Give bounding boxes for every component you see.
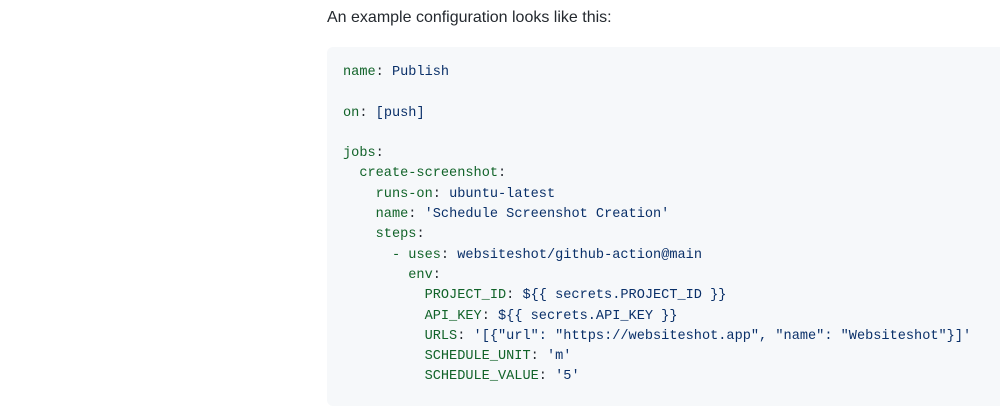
code-block[interactable]: name: Publish on: [push] jobs: create-scre…: [327, 47, 1000, 406]
code-line: name: Publish: [343, 65, 450, 80]
code-line: [343, 83, 971, 103]
code-content: name: Publish on: [push] jobs: create-scre…: [343, 63, 971, 388]
code-line: - uses: websiteshot/github-action@main: [391, 247, 702, 263]
yaml-key: name: [375, 207, 409, 223]
yaml-key: create-screenshot: [359, 166, 499, 182]
code-line: [343, 124, 971, 144]
code-line: on: [push]: [343, 105, 425, 121]
code-line: SCHEDULE_UNIT: 'm': [424, 349, 572, 365]
yaml-key: env: [408, 267, 433, 283]
code-line: name: 'Schedule Screenshot Creation': [375, 207, 670, 223]
yaml-key: name: [343, 65, 376, 80]
code-line: PROJECT_ID: ${{ secrets.PROJECT_ID }}: [424, 288, 727, 304]
code-line: SCHEDULE_VALUE: '5': [424, 369, 580, 385]
yaml-key: SCHEDULE_VALUE: [424, 369, 539, 385]
code-line: create-screenshot:: [359, 166, 507, 182]
intro-paragraph: An example configuration looks like this…: [327, 9, 612, 26]
code-line: env:: [408, 267, 441, 283]
code-line: URLS: '[{"url": "https://websiteshot.app…: [424, 328, 972, 344]
yaml-key: jobs: [343, 146, 376, 162]
yaml-key: uses: [408, 247, 441, 263]
yaml-value: '[{"url": "https://websiteshot.app", "na…: [473, 328, 972, 344]
yaml-key: runs-on: [375, 186, 433, 202]
yaml-key: API_KEY: [424, 308, 482, 324]
yaml-value: 'm': [546, 349, 572, 365]
code-line: jobs:: [343, 146, 384, 162]
yaml-value: '5': [555, 369, 580, 385]
yaml-value: websiteshot/github-action@main: [457, 247, 702, 263]
yaml-value: ${{ secrets.API_KEY }}: [498, 308, 678, 324]
yaml-key: PROJECT_ID: [424, 288, 507, 304]
code-line: API_KEY: ${{ secrets.API_KEY }}: [424, 308, 678, 324]
yaml-value: [push]: [375, 105, 425, 121]
yaml-key: on: [343, 105, 360, 121]
yaml-key: steps: [375, 227, 417, 243]
yaml-value: ubuntu-latest: [449, 186, 556, 202]
yaml-dash: -: [391, 247, 409, 263]
yaml-key: URLS: [424, 328, 458, 344]
yaml-value: ${{ secrets.PROJECT_ID }}: [522, 288, 727, 304]
yaml-key: SCHEDULE_UNIT: [424, 349, 531, 365]
code-line: runs-on: ubuntu-latest: [375, 186, 556, 202]
code-line: steps:: [375, 227, 425, 243]
yaml-value: 'Schedule Screenshot Creation': [424, 207, 670, 223]
yaml-value: Publish: [391, 65, 450, 80]
